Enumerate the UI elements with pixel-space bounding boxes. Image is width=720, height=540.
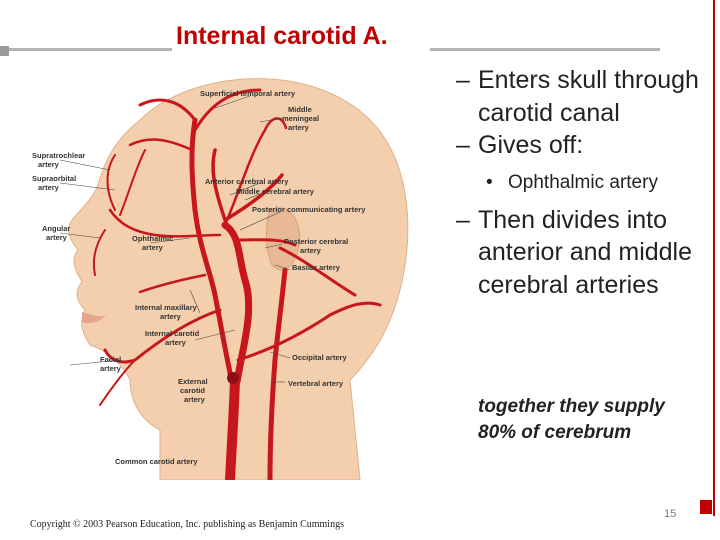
label-supraorbital: Supraorbital artery	[32, 174, 78, 192]
sub-bullet-item: • Ophthalmic artery	[486, 171, 658, 193]
corner-square	[0, 46, 9, 56]
label-superficial-temporal: Superficial temporal artery	[200, 89, 296, 98]
label-common-carotid: Common carotid artery	[115, 457, 198, 466]
label-supratrochlear: Supratrochlear artery	[32, 151, 87, 169]
label-posterior-cerebral: Posterior cerebral artery	[284, 237, 350, 255]
external-carotid-vessel	[189, 117, 235, 385]
bullet-item: – Gives off:	[456, 129, 706, 162]
vertebral-vessel	[267, 267, 288, 480]
bullet-dot: •	[486, 171, 493, 193]
carotid-bifurcation-dot	[227, 372, 239, 384]
artery-network	[92, 88, 382, 480]
label-anterior-cerebral: Anterior cerebral artery	[205, 177, 289, 186]
bullet-dash: –	[456, 205, 470, 234]
label-angular: Angular artery	[42, 224, 72, 242]
bullet-item: – Then divides into anterior and middle …	[456, 205, 693, 299]
common-carotid-vessel	[225, 375, 240, 480]
label-middle-meningeal: Middle meningeal artery	[282, 105, 321, 132]
head-arteries-figure: Superficial temporal artery Middle menin…	[32, 78, 409, 480]
right-accent-rule	[713, 0, 715, 516]
label-internal-carotid: Internal carotid artery	[145, 329, 201, 347]
head-silhouette	[68, 78, 409, 480]
label-middle-cerebral: Middle cerebral artery	[236, 187, 315, 196]
corner-accent	[700, 500, 712, 514]
bullet-list: – Enters skull through carotid canal – G…	[456, 64, 706, 301]
label-posterior-communicating: Posterior communicating artery	[252, 205, 366, 214]
page-number: 15	[664, 508, 677, 520]
slide-title: Internal carotid A.	[176, 22, 388, 50]
bullet-dash: –	[456, 66, 470, 94]
label-vertebral: Vertebral artery	[288, 379, 344, 388]
copyright-text: Copyright © 2003 Pearson Education, Inc.…	[30, 519, 344, 530]
bullet-dash: –	[456, 131, 470, 159]
footnote-emphasis: together they supply 80% of cerebrum	[478, 396, 665, 443]
title-rule-right	[430, 48, 660, 51]
internal-carotid-vessel	[221, 221, 253, 386]
label-internal-maxillary: Internal maxillary artery	[135, 303, 199, 321]
label-ophthalmic: Ophthalmic artery	[132, 234, 175, 252]
label-facial: Facial artery	[100, 355, 123, 373]
label-leaders	[59, 95, 291, 383]
title-rule-left	[0, 48, 172, 51]
bullet-item: – Enters skull through carotid canal	[456, 66, 699, 127]
label-external-carotid: External carotid artery	[178, 377, 210, 404]
lips-shape	[82, 312, 106, 324]
label-occipital: Occipital artery	[292, 353, 347, 362]
label-basilar: Basilar artery	[292, 263, 341, 272]
